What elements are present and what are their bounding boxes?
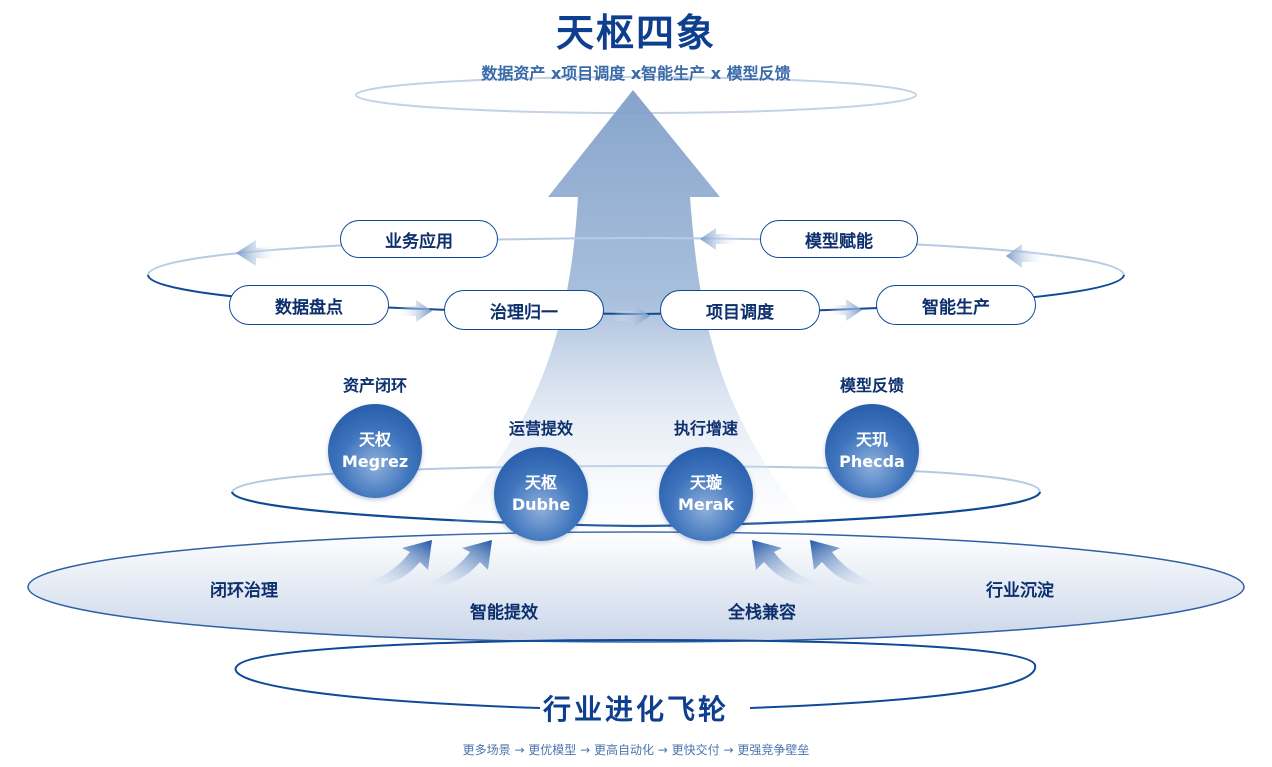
flow-arrow-r1 [396, 300, 432, 322]
node-business-app: 业务应用 [340, 220, 498, 258]
node-governance-unify: 治理归一 [444, 290, 604, 330]
base-label-closed-loop: 闭环治理 [210, 581, 278, 601]
loop-flow-arrows [236, 228, 1046, 327]
star-name-cn: 天璇 [689, 473, 722, 492]
base-label-full-stack: 全栈兼容 [728, 603, 796, 623]
node-smart-production: 智能生产 [876, 285, 1036, 325]
big-up-arrow [420, 90, 840, 560]
base-arrow-3 [752, 540, 832, 588]
loop-ring-top [147, 236, 1125, 276]
base-label-industry: 行业沉淀 [986, 581, 1054, 601]
flywheel-ring [234, 638, 1037, 709]
star-name-en: Dubhe [511, 495, 571, 514]
flywheel-title: 行业进化飞轮 [542, 693, 729, 726]
flow-arrow-left-mid [700, 228, 740, 250]
star-orb-merak: 天璇 Merak [659, 447, 753, 541]
star-name-cn: 天枢 [524, 473, 557, 492]
node-project-scheduling: 项目调度 [660, 290, 820, 330]
flow-arrow-r3 [826, 299, 862, 321]
base-arrow-2 [412, 540, 492, 588]
diagram-title: 天枢四象 [555, 11, 716, 55]
node-model-empower: 模型赋能 [760, 220, 918, 258]
flow-arrow-right-far [1006, 244, 1046, 268]
star-orb-megrez: 天权 Megrez [328, 404, 422, 498]
star-name-en: Phecda [839, 452, 905, 471]
star-label-dubhe: 运营提效 [508, 419, 574, 438]
star-label-merak: 执行增速 [673, 419, 739, 438]
star-name-en: Megrez [341, 452, 409, 471]
star-orb-dubhe: 天枢 Dubhe [494, 447, 588, 541]
star-name-cn: 天权 [358, 430, 391, 449]
base-up-arrows [352, 540, 890, 588]
flow-arrow-left-top [236, 240, 280, 266]
star-orb-phecda: 天玑 Phecda [825, 404, 919, 498]
diagram-subtitle: 数据资产 x项目调度 x智能生产 x 模型反馈 [481, 64, 791, 83]
star-label-phecda: 模型反馈 [839, 376, 905, 395]
flywheel-subtitle: 更多场景 → 更优模型 → 更高自动化 → 更快交付 → 更强竞争壁垒 [462, 743, 810, 757]
star-label-megrez: 资产闭环 [342, 376, 408, 395]
base-arrow-1 [352, 540, 432, 588]
star-name-cn: 天玑 [855, 430, 888, 449]
flow-arrow-r2 [612, 305, 650, 327]
base-arrow-4 [810, 540, 890, 588]
base-label-smart-efficiency: 智能提效 [470, 603, 538, 623]
star-name-en: Merak [677, 495, 735, 514]
node-data-inventory: 数据盘点 [229, 285, 389, 325]
